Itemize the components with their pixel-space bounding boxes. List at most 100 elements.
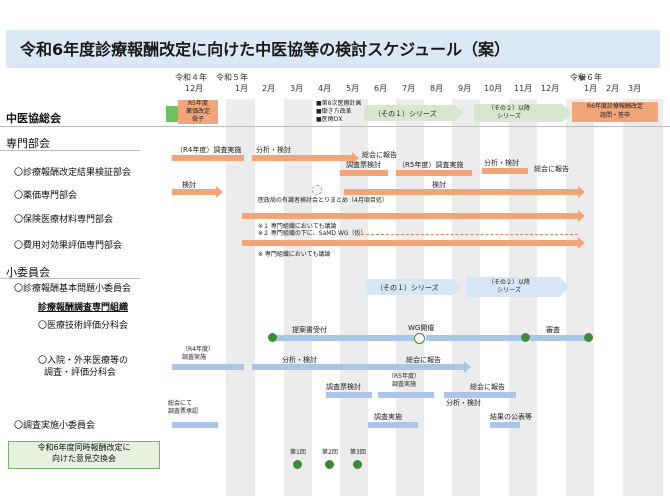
kensho-r4-bar bbox=[172, 155, 244, 161]
phase2-line: シリーズ bbox=[497, 113, 521, 120]
gijutsu-shinsa-bar bbox=[530, 335, 586, 341]
kihon-phase2-line: （その２）以降 bbox=[488, 279, 531, 286]
hoken-bar bbox=[242, 213, 578, 219]
kensho-bunseki-bar bbox=[252, 155, 352, 161]
month-label: 2月 bbox=[262, 84, 276, 93]
nyuin-r5-bar bbox=[378, 392, 434, 398]
month-label: 12月 bbox=[185, 84, 204, 93]
row-chousa-jisshi: 〇調査実施小委員会 bbox=[14, 421, 96, 431]
kensho-r5-bar bbox=[396, 170, 472, 176]
nyuin-sokai-label: 総会に報告 bbox=[406, 356, 441, 364]
kensho-bunseki-label: 分析・検討 bbox=[256, 146, 291, 154]
arrow-icon bbox=[352, 152, 359, 164]
year-label: 令和５年 bbox=[216, 73, 248, 82]
row-hoken: 〇保険医療材料専門部会 bbox=[14, 215, 114, 225]
hiyou-note: ※ 専門組織においても議論 bbox=[258, 251, 331, 258]
iken-d2-label: 第2回 bbox=[322, 449, 338, 456]
hoken-note1: ※１ 専門組織においても議論 bbox=[258, 223, 337, 230]
year-label: 令和４年 bbox=[175, 73, 207, 82]
divider bbox=[0, 278, 140, 279]
iken-d1-label: 第1回 bbox=[290, 449, 306, 456]
iken-d3-dot bbox=[353, 460, 362, 469]
hiyou-bar bbox=[242, 240, 578, 246]
milestone-dot bbox=[584, 333, 593, 342]
gijutsu-wg-label: WG開催 bbox=[408, 324, 435, 332]
month-label: 1月 bbox=[584, 84, 598, 93]
r5-kaitei-box: R5年度 薬価改定 骨子 bbox=[178, 100, 218, 124]
gijutsu-wg-bar bbox=[426, 335, 524, 341]
jisshi-sokai-line: 総会にて bbox=[168, 400, 193, 407]
column-shade bbox=[452, 99, 480, 496]
divider bbox=[0, 150, 140, 151]
column-shade bbox=[340, 99, 368, 496]
nyuin-sokai2-label: 総会に報告 bbox=[470, 383, 505, 391]
kensho-bunseki2-bar bbox=[482, 168, 528, 174]
jisshi-sokai-label: 総会にて 調査票承認 bbox=[168, 400, 198, 416]
hoken-note2: ※２ 専門組織の下に、SaMD WG（仮） bbox=[258, 230, 367, 237]
nyuin-r5-line: （R5年度） bbox=[388, 373, 420, 380]
topic-item: ■第8次医療計画 bbox=[316, 100, 362, 107]
row-gijutsu: 〇医療技術評価分科会 bbox=[38, 321, 129, 331]
phase1-arrow bbox=[364, 105, 464, 121]
jisshi-chousa-label: 調査実施 bbox=[374, 413, 402, 421]
r6-line: R6年度診療報酬改定 bbox=[587, 103, 643, 110]
kihon-phase2-label: （その２）以降 シリーズ bbox=[488, 279, 530, 295]
jisshi-chousa-bar bbox=[368, 422, 418, 428]
nyuin-sokai2-bar bbox=[444, 392, 516, 398]
yakka-kento2-label: 検討 bbox=[432, 181, 446, 189]
iken-d2-dot bbox=[325, 460, 334, 469]
kensho-r4-label: （R4年度）調査実施 bbox=[176, 146, 242, 154]
month-label: 10月 bbox=[484, 84, 503, 93]
iken-d3-label: 第3回 bbox=[350, 449, 366, 456]
column-shade bbox=[566, 99, 594, 496]
iken-box: 令和6年度同時報酬改定に 向けた意見交換会 bbox=[8, 441, 160, 469]
yakka-note: 医政局の有識者検討会とりまとめ（4月頃目処） bbox=[258, 197, 388, 204]
phase2-label: （その２）以降 シリーズ bbox=[488, 105, 530, 121]
hoken-dashed-line bbox=[356, 234, 578, 235]
row-yakka: 〇薬価専門部会 bbox=[14, 191, 78, 201]
topic-item: ■働き方改革 bbox=[316, 108, 352, 115]
jisshi-kekka-label: 結果の公表等 bbox=[490, 413, 532, 421]
kihon-phase2-arrow bbox=[466, 277, 570, 297]
gijutsu-shinsa-label: 審査 bbox=[546, 326, 560, 334]
gijutsu-teian-label: 提案書受付 bbox=[292, 326, 327, 334]
month-label: 12月 bbox=[541, 84, 560, 93]
jisshi-kekka-bar bbox=[490, 422, 520, 428]
row-senmon: 専門部会 bbox=[6, 137, 50, 150]
row-chousa-senmon: 診療報酬調査専門組織 bbox=[38, 303, 129, 313]
arrow-icon bbox=[578, 237, 585, 249]
row-kensho: 〇診療報酬改定結果検証部会 bbox=[14, 168, 132, 178]
column-shade bbox=[226, 99, 255, 496]
milestone-dot bbox=[521, 333, 530, 342]
column-shade bbox=[509, 99, 537, 496]
yakka-bar1 bbox=[172, 189, 216, 195]
kihon-phase1-label: （その１）シリーズ bbox=[376, 284, 439, 292]
month-label: 11月 bbox=[514, 84, 533, 93]
month-label: 7月 bbox=[402, 84, 416, 93]
month-label: 9月 bbox=[458, 84, 472, 93]
iken-line: 向けた意見交換会 bbox=[52, 454, 116, 463]
nyuin-r4-line: （R4年度） bbox=[182, 346, 214, 353]
nyuin-bunseki2-label: 分析・検討 bbox=[446, 399, 481, 407]
nyuin-r4-bar bbox=[172, 364, 244, 370]
phase2-line: （その２）以降 bbox=[488, 105, 531, 112]
arrow-icon bbox=[578, 186, 585, 198]
kensho-sokai2-label: 総会に報告 bbox=[534, 165, 569, 173]
kensho-r5-label: （R5年度）調査実施 bbox=[398, 161, 464, 169]
column-shade bbox=[623, 99, 663, 496]
kensho-chousahyo-label: 調査票検討 bbox=[346, 161, 381, 169]
nyuin-bunseki-bar bbox=[252, 364, 464, 370]
gijutsu-teian-bar bbox=[276, 335, 414, 341]
divider bbox=[0, 126, 670, 127]
nyuin-r5-label: （R5年度） 調査実施 bbox=[388, 373, 420, 389]
r5-kaitei-line: R5年度 bbox=[188, 100, 208, 107]
row-shoiin: 小委員会 bbox=[6, 266, 50, 279]
year-marker-icon bbox=[578, 76, 586, 81]
arrow-icon bbox=[464, 361, 471, 373]
month-label: 6月 bbox=[374, 84, 388, 93]
page-title: 令和6年度診療報酬改定に向けた中医協等の検討スケジュール（案） bbox=[20, 40, 511, 59]
r5-kaitei-line: 薬価改定 bbox=[185, 108, 210, 115]
column-shade bbox=[396, 99, 424, 496]
nyuin-chousahyo-bar bbox=[326, 392, 372, 398]
phase1-label: （その１）シリーズ bbox=[374, 110, 437, 118]
